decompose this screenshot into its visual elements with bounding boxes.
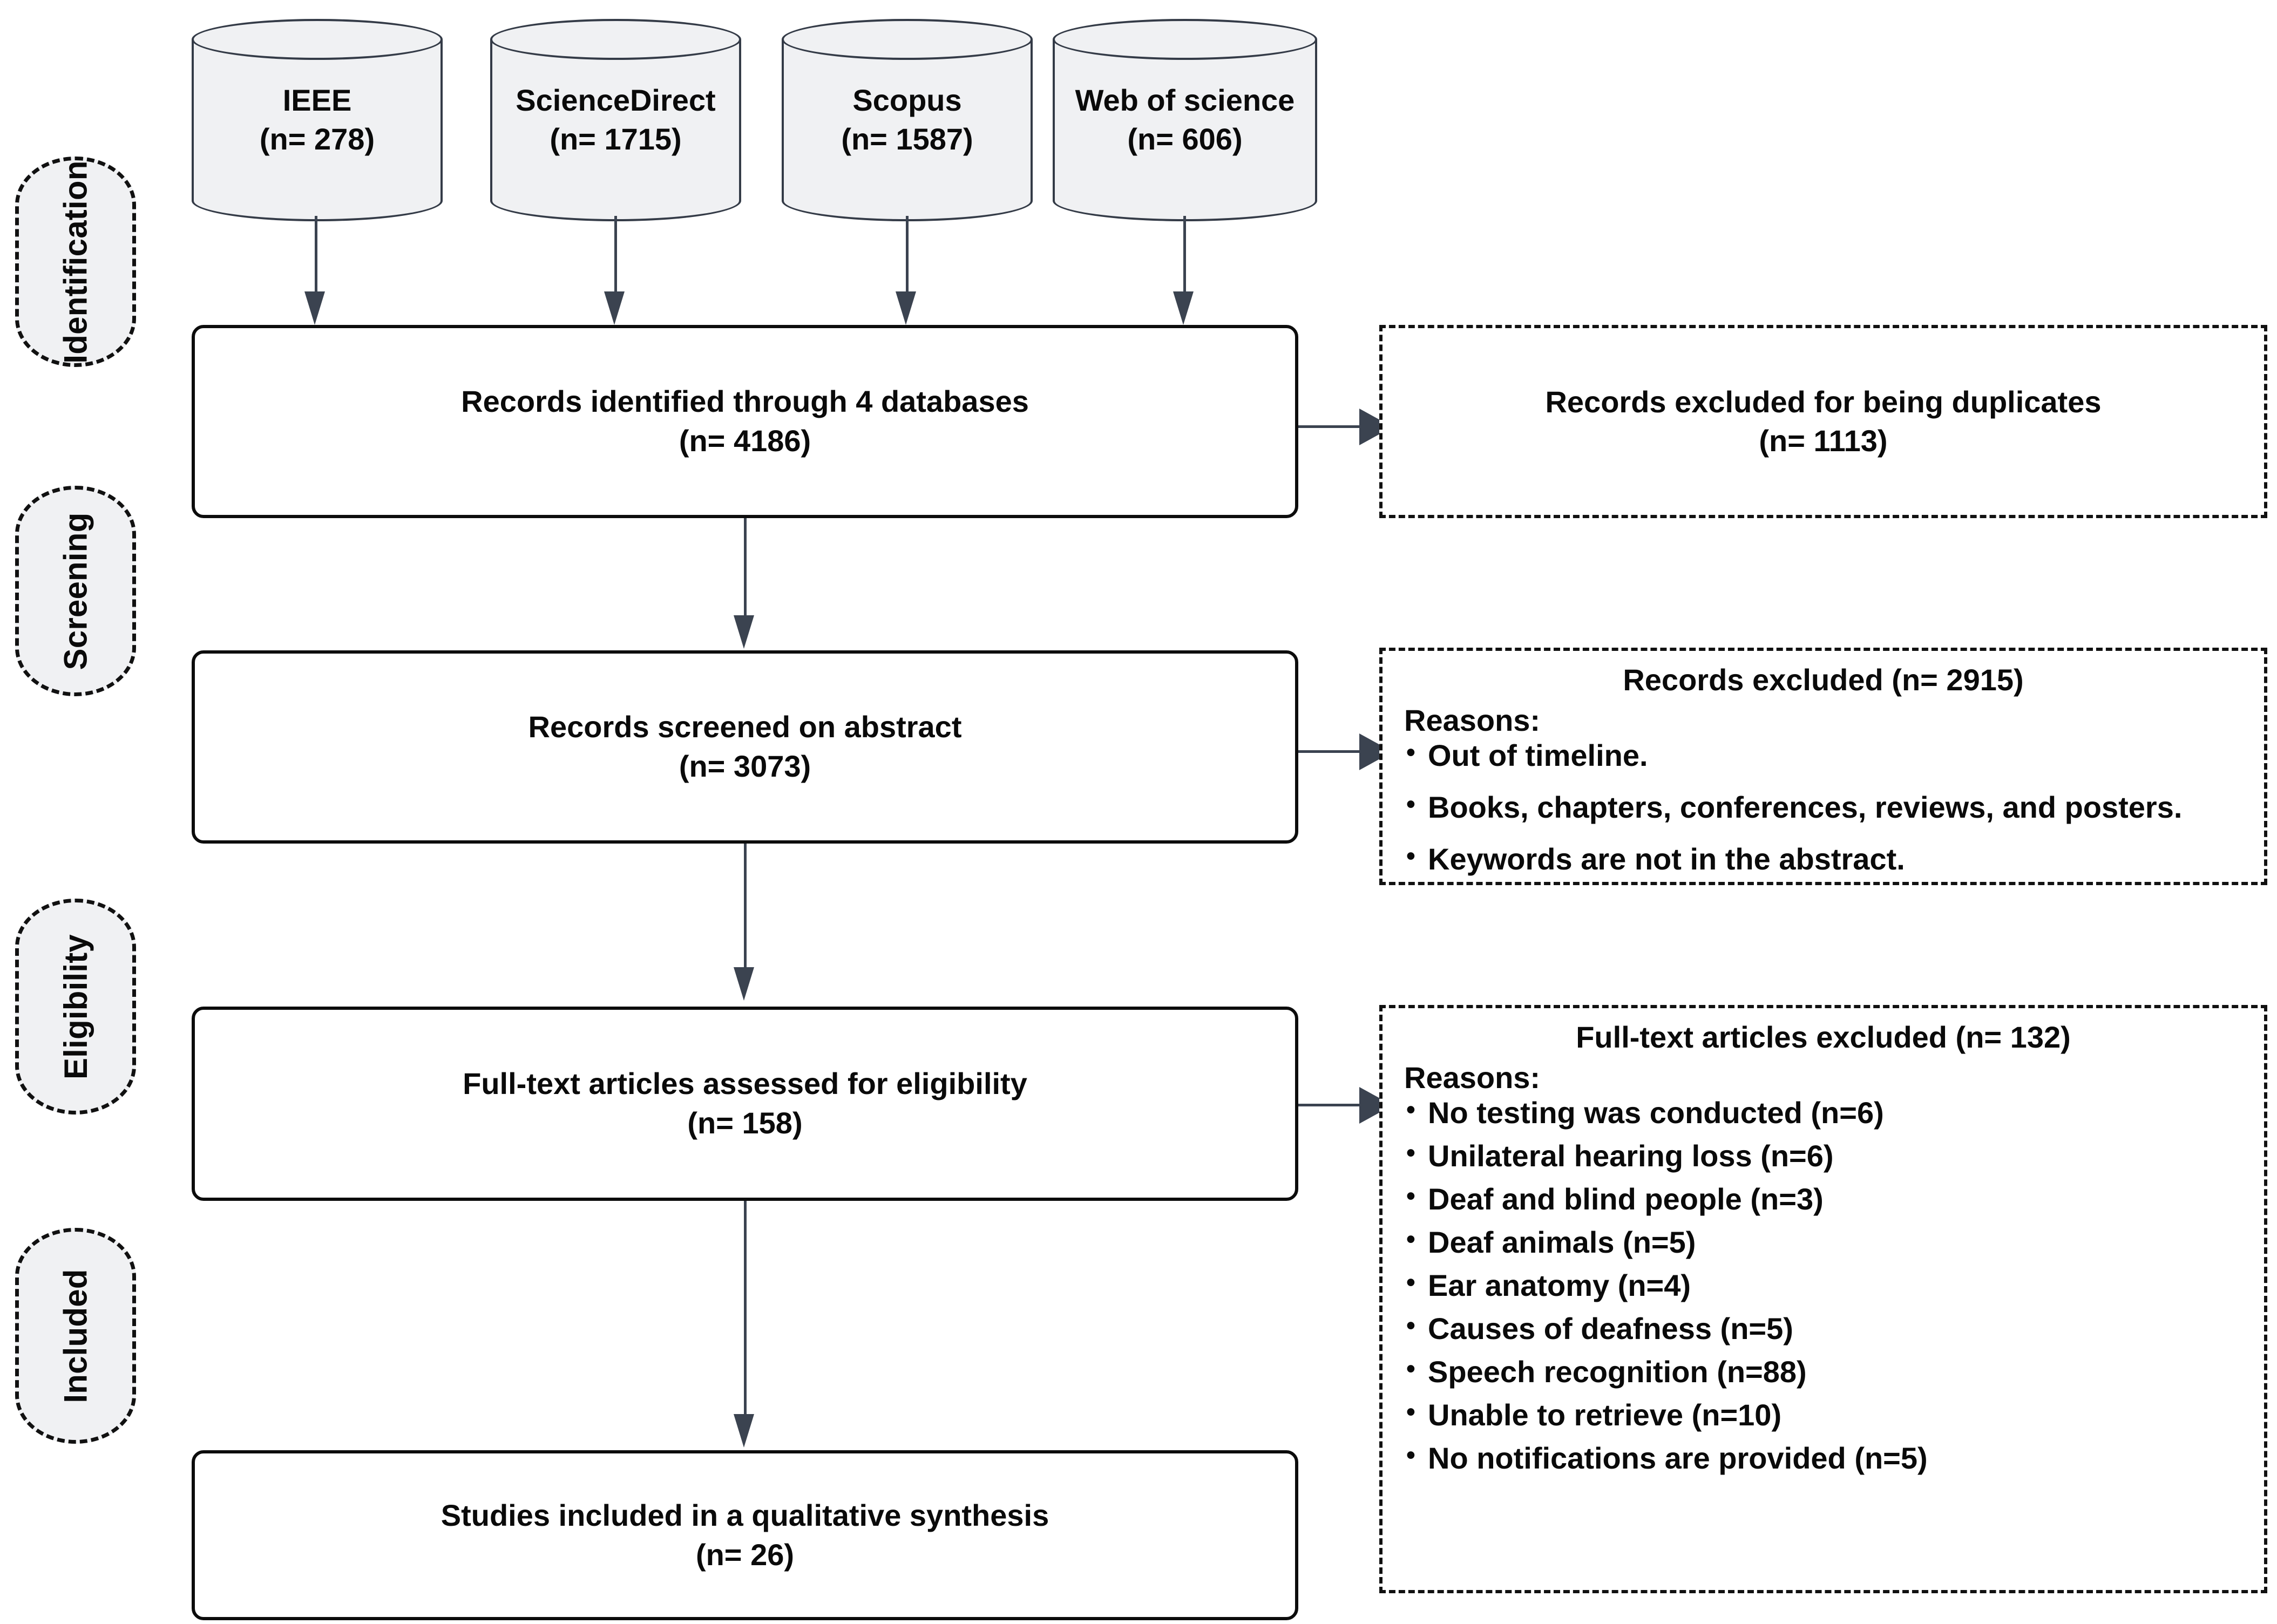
flow-box-line2: (n= 3073) <box>679 749 811 783</box>
list-item: Keywords are not in the abstract. <box>1404 841 2250 877</box>
database-count: (n= 1715) <box>550 122 682 157</box>
list-item: Deaf and blind people (n=3) <box>1404 1181 2250 1217</box>
cylinder-top-ellipse <box>782 19 1033 60</box>
flow-box-line2: (n= 4186) <box>679 424 811 458</box>
stage-label-identification: Identification <box>57 160 94 364</box>
database-label-ieee: IEEE (n= 278) <box>192 81 443 160</box>
flow-box-label: Records identified through 4 databases (… <box>461 382 1029 461</box>
arrow-head-ieee <box>304 291 325 325</box>
stage-label-screening: Screening <box>57 512 94 670</box>
connector-identified-to-duplicates <box>1298 425 1362 428</box>
exclusion-screening-reasons-label: Reasons: <box>1404 703 1541 737</box>
database-name: Scopus <box>852 83 962 117</box>
exclusion-box-fulltext: Full-text articles excluded (n= 132) Rea… <box>1379 1005 2267 1593</box>
exclusion-fulltext-title: Full-text articles excluded (n= 132) <box>1576 1020 2071 1054</box>
arrow-head-sciencedirect <box>604 291 625 325</box>
flow-box-line1: Records screened on abstract <box>528 710 962 744</box>
arrow-head-scopus <box>896 291 916 325</box>
cylinder-top-ellipse <box>192 19 443 60</box>
connector-web-of-science-to-identified <box>1183 216 1186 294</box>
flow-box-line2: (n= 158) <box>687 1106 803 1140</box>
database-count: (n= 1587) <box>841 122 973 157</box>
cylinder-top-ellipse <box>1053 19 1317 60</box>
list-item: No notifications are provided (n=5) <box>1404 1440 2250 1476</box>
connector-identified-to-screened <box>744 518 747 618</box>
list-item: Out of timeline. <box>1404 738 2250 773</box>
connector-fulltext-to-excluded <box>1298 1104 1362 1106</box>
list-item: Causes of deafness (n=5) <box>1404 1311 2250 1347</box>
database-name: ScienceDirect <box>516 83 716 117</box>
cylinder-body <box>782 39 1033 201</box>
stage-pill-eligibility: Eligibility <box>15 899 136 1115</box>
arrow-head-fulltext <box>734 967 754 1001</box>
flow-box-label: Records screened on abstract (n= 3073) <box>528 708 962 786</box>
flow-box-line1: Studies included in a qualitative synthe… <box>441 1498 1049 1532</box>
list-item: Books, chapters, conferences, reviews, a… <box>1404 790 2250 825</box>
connector-scopus-to-identified <box>906 216 909 294</box>
database-count: (n= 606) <box>1127 122 1243 157</box>
stage-pill-identification: Identification <box>15 157 136 367</box>
flow-box-line1: Full-text articles assessed for eligibil… <box>463 1066 1027 1101</box>
database-count: (n= 278) <box>259 122 375 157</box>
stage-pill-included: Included <box>15 1228 136 1444</box>
flow-box-studies-included: Studies included in a qualitative synthe… <box>192 1450 1298 1620</box>
connector-screened-to-excluded <box>1298 750 1362 753</box>
list-item: No testing was conducted (n=6) <box>1404 1095 2250 1131</box>
stage-pill-screening: Screening <box>15 486 136 696</box>
flow-box-label: Studies included in a qualitative synthe… <box>441 1496 1049 1575</box>
flow-box-records-identified: Records identified through 4 databases (… <box>192 325 1298 518</box>
database-name: Web of science <box>1075 83 1295 117</box>
database-label-sciencedirect: ScienceDirect (n= 1715) <box>490 81 741 160</box>
arrow-head-included <box>734 1414 754 1448</box>
flow-box-line1: Records identified through 4 databases <box>461 384 1029 419</box>
exclusion-screening-title: Records excluded (n= 2915) <box>1623 663 2024 697</box>
stage-label-eligibility: Eligibility <box>57 934 94 1079</box>
connector-ieee-to-identified <box>315 216 317 294</box>
arrow-head-web-of-science <box>1173 291 1194 325</box>
exclusion-screening-reason-list: Out of timeline. Books, chapters, confer… <box>1397 738 2250 877</box>
arrow-head-screened <box>734 615 754 649</box>
list-item: Deaf animals (n=5) <box>1404 1225 2250 1260</box>
database-cylinder-scopus: Scopus (n= 1587) <box>782 19 1033 221</box>
flow-box-line2: (n= 26) <box>695 1537 795 1572</box>
cylinder-top-ellipse <box>490 19 741 60</box>
exclusion-box-screening: Records excluded (n= 2915) Reasons: Out … <box>1379 648 2267 885</box>
flow-box-label: Full-text articles assessed for eligibil… <box>463 1064 1027 1143</box>
database-cylinder-web-of-science: Web of science (n= 606) <box>1053 19 1317 221</box>
connector-fulltext-to-included <box>744 1201 747 1417</box>
database-name: IEEE <box>282 83 352 117</box>
database-label-web-of-science: Web of science (n= 606) <box>1053 81 1317 160</box>
list-item: Speech recognition (n=88) <box>1404 1354 2250 1390</box>
flow-box-records-screened: Records screened on abstract (n= 3073) <box>192 650 1298 844</box>
connector-screened-to-fulltext <box>744 844 747 970</box>
database-label-scopus: Scopus (n= 1587) <box>782 81 1033 160</box>
exclusion-duplicates-line2: (n= 1113) <box>1759 424 1888 458</box>
exclusion-duplicates-line1: Records excluded for being duplicates <box>1545 385 2102 419</box>
stage-label-included: Included <box>57 1268 94 1403</box>
connector-sciencedirect-to-identified <box>614 216 617 294</box>
cylinder-body <box>1053 39 1317 201</box>
list-item: Unable to retrieve (n=10) <box>1404 1397 2250 1433</box>
exclusion-fulltext-reason-list: No testing was conducted (n=6) Unilatera… <box>1397 1095 2250 1477</box>
database-cylinder-sciencedirect: ScienceDirect (n= 1715) <box>490 19 741 221</box>
list-item: Ear anatomy (n=4) <box>1404 1268 2250 1303</box>
exclusion-box-duplicates: Records excluded for being duplicates (n… <box>1379 325 2267 518</box>
cylinder-body <box>192 39 443 201</box>
database-cylinder-ieee: IEEE (n= 278) <box>192 19 443 221</box>
exclusion-fulltext-reasons-label: Reasons: <box>1404 1060 1541 1095</box>
cylinder-body <box>490 39 741 201</box>
list-item: Unilateral hearing loss (n=6) <box>1404 1138 2250 1174</box>
flow-box-fulltext-assessed: Full-text articles assessed for eligibil… <box>192 1007 1298 1201</box>
